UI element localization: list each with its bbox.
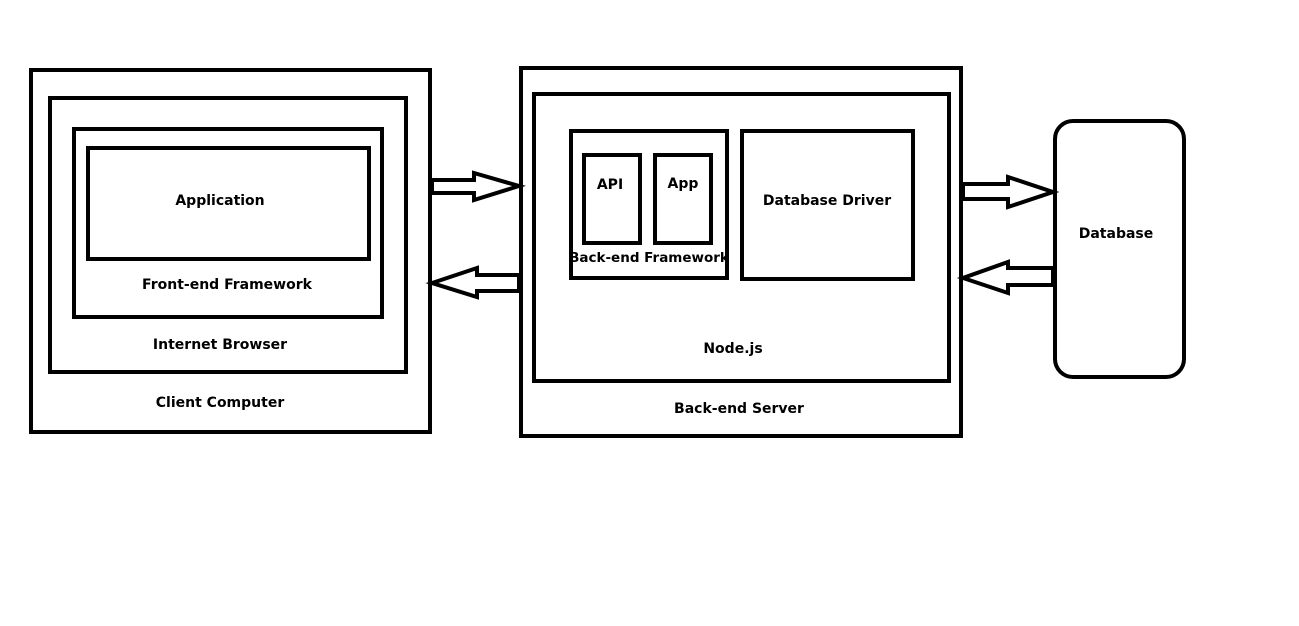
database-label: Database <box>1078 226 1154 242</box>
arrow-client-to-server <box>430 170 526 203</box>
database-shape <box>1053 119 1186 379</box>
api-box <box>582 153 642 245</box>
arrow-server-to-client <box>425 265 521 300</box>
database-driver-box <box>740 129 915 281</box>
client-computer-label: Client Computer <box>155 395 285 411</box>
arrow-database-to-server <box>956 259 1055 296</box>
front-end-framework-label: Front-end Framework <box>142 277 312 293</box>
application-label: Application <box>175 193 265 209</box>
back-end-framework-label: Back-end Framework <box>569 250 729 266</box>
internet-browser-label: Internet Browser <box>152 337 288 353</box>
application-box <box>86 146 371 261</box>
nodejs-label: Node.js <box>703 341 763 357</box>
api-label: API <box>596 177 624 193</box>
app-box <box>653 153 713 245</box>
app-label: App <box>667 176 699 192</box>
arrow-server-to-database <box>961 174 1060 210</box>
back-end-server-label: Back-end Server <box>674 401 804 417</box>
database-driver-label: Database Driver <box>762 193 892 209</box>
